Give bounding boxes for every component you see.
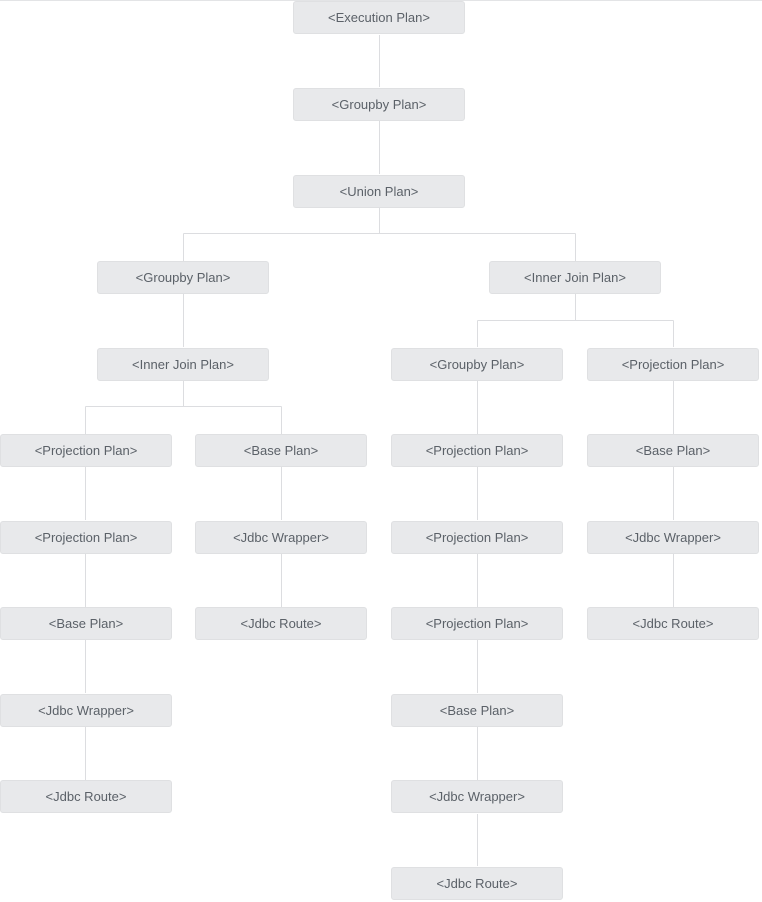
rl-projection-plan-node[interactable]: <Projection Plan>: [391, 434, 563, 467]
rl-projection-plan-node-3[interactable]: <Projection Plan>: [391, 607, 563, 640]
rl-jdbc-route-node[interactable]: <Jdbc Route>: [391, 867, 563, 900]
rr-projection-plan-node[interactable]: <Projection Plan>: [587, 348, 759, 381]
ll-jdbc-route-node[interactable]: <Jdbc Route>: [0, 780, 172, 813]
left-groupby-plan-node[interactable]: <Groupby Plan>: [97, 261, 269, 294]
edge-union-children: [183, 208, 576, 261]
union-plan-node[interactable]: <Union Plan>: [293, 175, 465, 208]
rr-base-plan-node[interactable]: <Base Plan>: [587, 434, 759, 467]
ll-base-plan-node[interactable]: <Base Plan>: [0, 607, 172, 640]
ll-projection-plan-node[interactable]: <Projection Plan>: [0, 434, 172, 467]
rl-projection-plan-node-2[interactable]: <Projection Plan>: [391, 521, 563, 554]
rl-jdbc-wrapper-node[interactable]: <Jdbc Wrapper>: [391, 780, 563, 813]
top-divider: [0, 0, 762, 1]
edge-right-join-children: [477, 294, 674, 347]
edge-left-join-children: [85, 381, 282, 434]
right-inner-join-plan-node[interactable]: <Inner Join Plan>: [489, 261, 661, 294]
rl-base-plan-node[interactable]: <Base Plan>: [391, 694, 563, 727]
ll-projection-plan-node-2[interactable]: <Projection Plan>: [0, 521, 172, 554]
lr-jdbc-wrapper-node[interactable]: <Jdbc Wrapper>: [195, 521, 367, 554]
ll-jdbc-wrapper-node[interactable]: <Jdbc Wrapper>: [0, 694, 172, 727]
groupby-plan-node[interactable]: <Groupby Plan>: [293, 88, 465, 121]
rl-groupby-plan-node[interactable]: <Groupby Plan>: [391, 348, 563, 381]
lr-jdbc-route-node[interactable]: <Jdbc Route>: [195, 607, 367, 640]
rr-jdbc-wrapper-node[interactable]: <Jdbc Wrapper>: [587, 521, 759, 554]
rr-jdbc-route-node[interactable]: <Jdbc Route>: [587, 607, 759, 640]
execution-plan-node[interactable]: <Execution Plan>: [293, 1, 465, 34]
lr-base-plan-node[interactable]: <Base Plan>: [195, 434, 367, 467]
left-inner-join-plan-node[interactable]: <Inner Join Plan>: [97, 348, 269, 381]
